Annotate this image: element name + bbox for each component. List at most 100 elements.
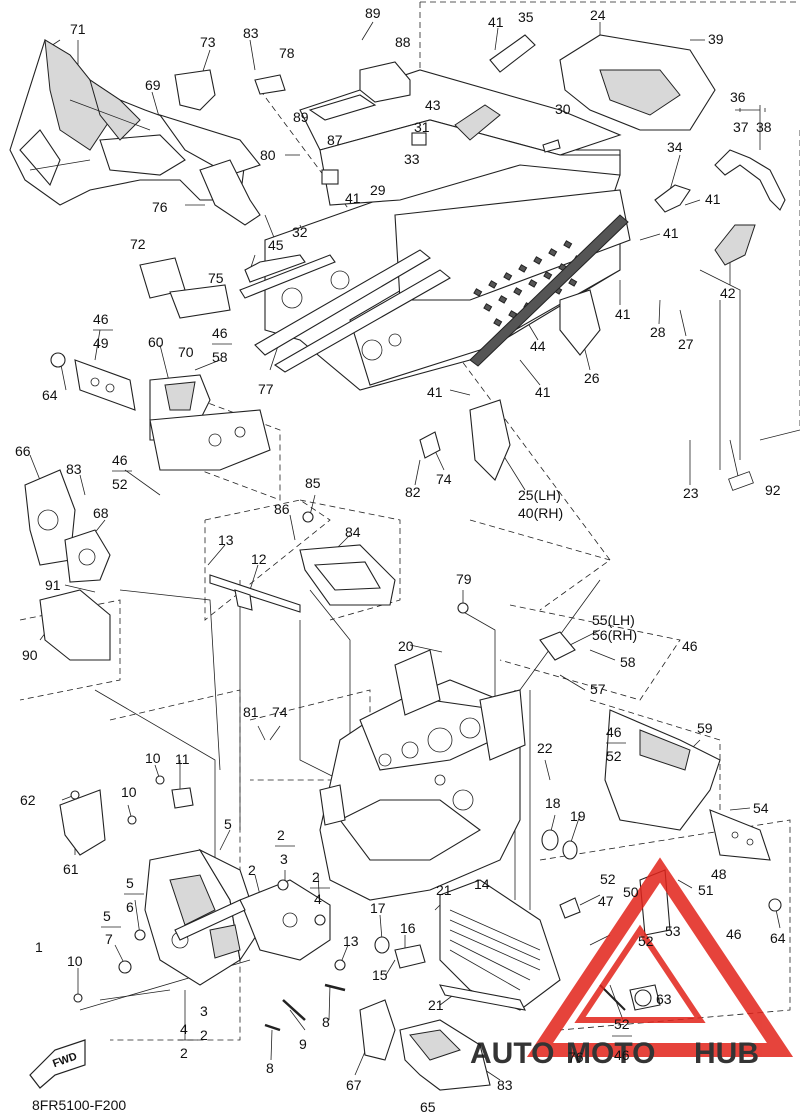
callout-18: 18 bbox=[545, 795, 561, 811]
left-side-parts bbox=[139, 69, 306, 319]
seat-bracket-group bbox=[50, 352, 271, 471]
callout-49: 49 bbox=[93, 335, 109, 351]
callout-5-b: 5 bbox=[126, 875, 134, 891]
callout-83-top: 83 bbox=[243, 25, 259, 41]
callout-10-b: 10 bbox=[121, 784, 137, 800]
rear-parts-right bbox=[654, 108, 786, 266]
callout-83-left: 83 bbox=[66, 461, 82, 477]
callout-13-b: 13 bbox=[343, 933, 359, 949]
diagram-code: 8FR5100-F200 bbox=[32, 1097, 126, 1113]
callout-55-lh: 55(LH) bbox=[592, 612, 635, 628]
callout-78: 78 bbox=[279, 45, 295, 61]
callout-7: 7 bbox=[105, 931, 113, 947]
callout-3-b: 3 bbox=[200, 1003, 208, 1019]
callout-82: 82 bbox=[405, 484, 421, 500]
callout-73: 73 bbox=[200, 34, 216, 50]
watermark-auto: AUTO bbox=[470, 1037, 554, 1070]
callout-19: 19 bbox=[570, 808, 586, 824]
callout-13-top: 13 bbox=[218, 532, 234, 548]
callout-2-d: 2 bbox=[180, 1045, 188, 1061]
callout-29: 29 bbox=[370, 182, 386, 198]
callout-17: 17 bbox=[370, 900, 386, 916]
callout-91: 91 bbox=[45, 577, 61, 593]
callout-37: 37 bbox=[733, 119, 749, 135]
callout-41-c: 41 bbox=[705, 191, 721, 207]
callout-30: 30 bbox=[555, 101, 571, 117]
callout-10-c: 10 bbox=[67, 953, 83, 969]
callout-86: 86 bbox=[274, 501, 290, 517]
callout-75: 75 bbox=[208, 270, 224, 286]
callout-46-a: 46 bbox=[93, 311, 109, 327]
callout-84: 84 bbox=[345, 524, 361, 540]
callout-4-a: 4 bbox=[314, 891, 322, 907]
callout-59: 59 bbox=[697, 720, 713, 736]
callout-28: 28 bbox=[650, 324, 666, 340]
callout-5-a: 5 bbox=[224, 816, 232, 832]
callout-44: 44 bbox=[530, 338, 546, 354]
callout-10-a: 10 bbox=[145, 750, 161, 766]
callout-65: 65 bbox=[420, 1099, 436, 1115]
callout-24: 24 bbox=[590, 7, 606, 23]
callout-8-a: 8 bbox=[322, 1014, 330, 1030]
callout-72: 72 bbox=[130, 236, 146, 252]
callout-54: 54 bbox=[753, 800, 769, 816]
callout-40-rh: 40(RH) bbox=[518, 505, 563, 521]
watermark-logo: AUTO MOTO HUB bbox=[470, 857, 794, 1070]
cross-member-parts bbox=[209, 511, 469, 614]
callout-53: 53 bbox=[665, 923, 681, 939]
callout-42: 42 bbox=[720, 285, 736, 301]
callout-79: 79 bbox=[456, 571, 472, 587]
callout-56-rh: 56(RH) bbox=[592, 627, 637, 643]
callout-47: 47 bbox=[598, 893, 614, 909]
callout-21-b: 21 bbox=[428, 997, 444, 1013]
callout-50: 50 bbox=[623, 884, 639, 900]
fwd-arrow-icon: FWD bbox=[29, 1039, 86, 1089]
callout-2-a: 2 bbox=[277, 827, 285, 843]
callout-23: 23 bbox=[683, 485, 699, 501]
callout-58-b: 58 bbox=[620, 654, 636, 670]
callout-27: 27 bbox=[678, 336, 694, 352]
callout-57: 57 bbox=[590, 681, 606, 697]
callout-70: 70 bbox=[178, 344, 194, 360]
callout-64-a: 64 bbox=[42, 387, 58, 403]
callout-46-d: 46 bbox=[682, 638, 698, 654]
callout-83-bottom: 83 bbox=[497, 1077, 513, 1093]
callout-85: 85 bbox=[305, 475, 321, 491]
callout-63: 63 bbox=[656, 991, 672, 1007]
watermark-hub: HUB bbox=[694, 1037, 759, 1070]
left-cover-parts bbox=[24, 469, 111, 661]
callout-66: 66 bbox=[15, 443, 31, 459]
callout-33: 33 bbox=[404, 151, 420, 167]
front-suspension-bracket bbox=[59, 775, 346, 1032]
callout-20: 20 bbox=[398, 638, 414, 654]
callout-45: 45 bbox=[268, 237, 284, 253]
callout-12: 12 bbox=[251, 551, 267, 567]
callout-41-b: 41 bbox=[345, 190, 361, 206]
callout-34: 34 bbox=[667, 139, 683, 155]
callout-76-b: 76 bbox=[568, 1049, 584, 1065]
callout-11: 11 bbox=[175, 751, 190, 767]
callout-39: 39 bbox=[708, 31, 724, 47]
callout-8-b: 8 bbox=[266, 1060, 274, 1076]
front-cowl-assembly bbox=[9, 39, 261, 226]
callout-41-e: 41 bbox=[615, 306, 631, 322]
callout-90: 90 bbox=[22, 647, 38, 663]
callout-52-e: 52 bbox=[614, 1016, 630, 1032]
callout-74-b: 74 bbox=[272, 704, 288, 720]
callout-32: 32 bbox=[292, 224, 308, 240]
callout-46-g: 46 bbox=[614, 1047, 630, 1063]
callout-69: 69 bbox=[145, 77, 161, 93]
callout-74-a: 74 bbox=[436, 471, 452, 487]
callout-2-b: 2 bbox=[248, 862, 256, 878]
callout-14: 14 bbox=[474, 876, 490, 892]
callout-80: 80 bbox=[260, 147, 276, 163]
callout-5-c: 5 bbox=[103, 908, 111, 924]
callout-46-e: 46 bbox=[606, 724, 622, 740]
callout-87: 87 bbox=[327, 132, 343, 148]
callout-46-c: 46 bbox=[112, 452, 128, 468]
callout-3-a: 3 bbox=[280, 851, 288, 867]
callout-31: 31 bbox=[414, 119, 430, 135]
callout-16: 16 bbox=[400, 920, 416, 936]
callout-81: 81 bbox=[243, 704, 259, 720]
